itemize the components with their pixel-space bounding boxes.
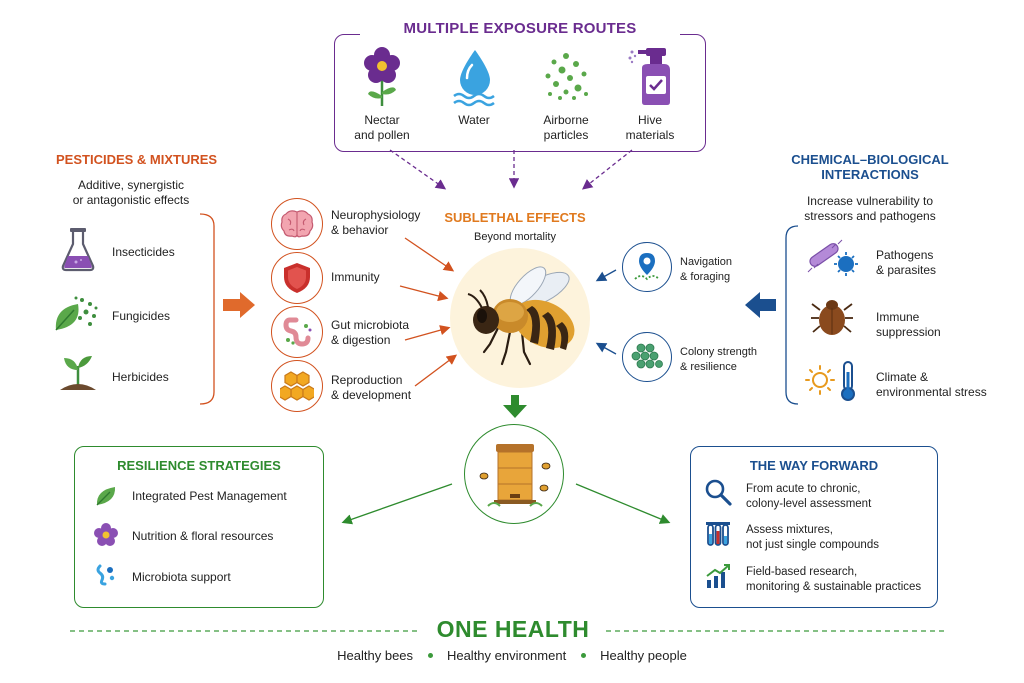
honeybee-icon bbox=[467, 266, 575, 366]
gut-icon bbox=[271, 306, 323, 358]
way-forward-panel bbox=[690, 446, 938, 608]
brain-icon bbox=[271, 198, 323, 250]
route-water-label: Water bbox=[458, 113, 490, 127]
healthy-people-label: Healthy people bbox=[600, 648, 687, 663]
way-forward-title: THE WAY FORWARD bbox=[749, 458, 879, 473]
leaf-spores-icon bbox=[55, 296, 98, 331]
healthy-bees-label: Healthy bees bbox=[337, 648, 414, 663]
effect-repro-label: Reproduction& development bbox=[331, 373, 412, 402]
healthy-environment-label: Healthy environment bbox=[446, 648, 567, 663]
flower-small-icon bbox=[94, 523, 118, 546]
microbe-icon bbox=[96, 564, 115, 586]
effect-immunity-label: Immunity bbox=[331, 270, 380, 284]
ipm-label: Integrated Pest Management bbox=[132, 489, 287, 503]
location-pin-icon bbox=[622, 242, 672, 292]
test-tubes-icon bbox=[706, 522, 730, 546]
forward-item-2: Assess mixtures,not just single compound… bbox=[746, 524, 879, 551]
colony-icon bbox=[622, 332, 672, 382]
water-drop-icon bbox=[453, 50, 495, 107]
mite-icon bbox=[811, 300, 853, 335]
sublethal-subtitle: Beyond mortality bbox=[474, 231, 556, 243]
separator-dot bbox=[427, 653, 433, 659]
shield-icon bbox=[271, 252, 323, 304]
one-health-items: Healthy bees Healthy environment Healthy… bbox=[262, 647, 762, 665]
climate-label: Climate &environmental stress bbox=[876, 370, 987, 399]
pathogens-label: Pathogens& parasites bbox=[876, 248, 937, 277]
exposure-routes-title: MULTIPLE EXPOSURE ROUTES bbox=[360, 20, 680, 37]
honeycomb-icon bbox=[271, 360, 323, 412]
beehive-icon bbox=[479, 444, 551, 507]
forward-item-1: From acute to chronic,colony-level asses… bbox=[746, 483, 872, 510]
spray-bottle-icon bbox=[628, 48, 670, 105]
effect-navigation-label: Navigation& foraging bbox=[680, 256, 732, 283]
growth-chart-icon bbox=[706, 564, 730, 588]
microbiota-label: Microbiota support bbox=[132, 570, 231, 584]
fungicides-label: Fungicides bbox=[112, 309, 171, 323]
sublethal-title: SUBLETHAL EFFECTS bbox=[444, 210, 586, 225]
separator-dot bbox=[580, 653, 586, 659]
resilience-title: RESILIENCE STRATEGIES bbox=[117, 458, 281, 473]
effect-colony-label: Colony strength& resilience bbox=[680, 346, 758, 373]
pesticides-title: PESTICIDES & MIXTURES bbox=[56, 152, 218, 167]
effect-neuro-label: Neurophysiology& behavior bbox=[331, 208, 421, 237]
one-health-title: ONE HEALTH bbox=[436, 616, 590, 642]
magnifier-icon bbox=[705, 479, 732, 506]
flask-icon bbox=[61, 228, 95, 272]
nutrition-label: Nutrition & floral resources bbox=[132, 529, 274, 543]
pathogen-icon bbox=[807, 239, 858, 276]
forward-item-3: Field-based research,monitoring & sustai… bbox=[746, 566, 922, 593]
resilience-panel bbox=[74, 446, 324, 608]
particles-icon bbox=[545, 53, 588, 100]
insecticides-label: Insecticides bbox=[112, 245, 175, 259]
effect-gut-label: Gut microbiota& digestion bbox=[331, 318, 410, 347]
sun-thermometer-icon bbox=[805, 361, 855, 401]
leaf-icon bbox=[96, 487, 116, 506]
seedling-icon bbox=[60, 356, 96, 390]
herbicides-label: Herbicides bbox=[112, 370, 169, 384]
flower-icon bbox=[364, 47, 400, 106]
